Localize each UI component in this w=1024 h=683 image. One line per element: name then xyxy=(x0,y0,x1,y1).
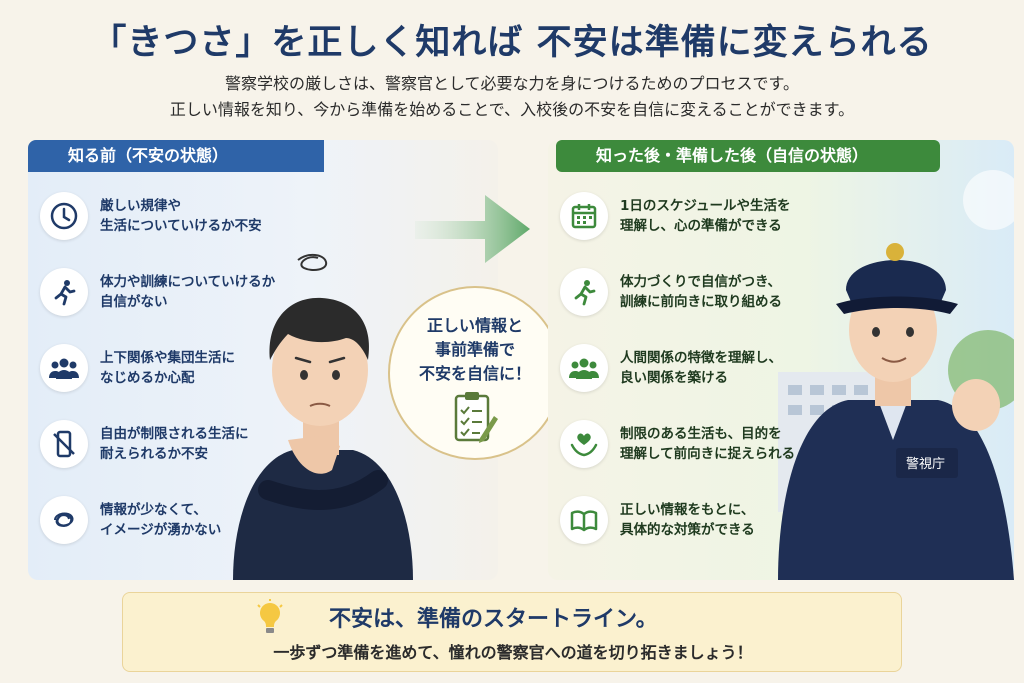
after-item: 人間関係の特徴を理解し、良い関係を築ける xyxy=(560,344,782,392)
subtitle-line-1: 警察学校の厳しさは、警察官として必要な力を身につけるためのプロセスです。 xyxy=(225,74,799,93)
group-people-icon xyxy=(40,344,88,392)
running-person-icon xyxy=(560,268,608,316)
before-item: 上下関係や集団生活になじめるか心配 xyxy=(40,344,235,392)
before-item-text: 情報が少なくて、 xyxy=(100,502,207,518)
before-item: 情報が少なくて、イメージが湧かない xyxy=(40,496,221,544)
before-item: 体力や訓練についていけるか自信がない xyxy=(40,268,275,316)
after-item: 1日のスケジュールや生活を理解し、心の準備ができる xyxy=(560,192,790,240)
running-person-icon xyxy=(40,268,88,316)
police-officer-illustration: 警視庁 xyxy=(778,243,1014,580)
before-item: 自由が制限される生活に耐えられるか不安 xyxy=(40,420,249,468)
before-header: 知る前（不安の状態） xyxy=(28,140,324,172)
center-message-circle: 正しい情報と 事前準備で 不安を自信に！ xyxy=(388,286,562,460)
no-phone-icon xyxy=(40,420,88,468)
open-book-icon xyxy=(560,496,608,544)
after-item: 制限のある生活も、目的を理解して前向きに捉えられる xyxy=(560,420,795,468)
checklist-icon xyxy=(454,392,498,443)
before-item: 厳しい規律や生活についていけるか不安 xyxy=(40,192,262,240)
footer-box: 不安は、準備のスタートライン。 一歩ずつ準備を進めて、憧れの警察官への道を切り拓… xyxy=(122,592,902,672)
after-item-text: 理解して前向きに捉えられる xyxy=(620,446,796,462)
before-item-text: 厳しい規律や xyxy=(100,198,181,214)
center-message-line: 正しい情報と xyxy=(426,316,523,335)
clock-icon xyxy=(40,192,88,240)
center-message-line: 不安を自信に！ xyxy=(418,364,531,383)
after-item-text: 訓練に前向きに取り組める xyxy=(620,294,782,310)
after-item-text: 具体的な対策ができる xyxy=(620,522,755,538)
before-item-text: 体力や訓練についていけるか xyxy=(100,274,276,290)
after-item-text: 正しい情報をもとに、 xyxy=(620,502,755,518)
before-item-text: なじめるか心配 xyxy=(100,370,195,386)
before-item-text: 自信がない xyxy=(100,294,168,310)
lightbulb-icon xyxy=(257,599,283,633)
after-item: 正しい情報をもとに、具体的な対策ができる xyxy=(560,496,755,544)
subtitle-line-2: 正しい情報を知り、今から準備を始めることで、入校後の不安を自信に変えることができ… xyxy=(169,100,855,119)
before-item-text: 上下関係や集団生活に xyxy=(100,350,235,366)
after-item-text: 理解し、心の準備ができる xyxy=(620,218,782,234)
after-item: 体力づくりで自信がつき、訓練に前向きに取り組める xyxy=(560,268,782,316)
footer-title: 不安は、準備のスタートライン。 xyxy=(329,607,658,632)
before-item-text: 自由が制限される生活に xyxy=(100,426,249,442)
badge-text: 警視庁 xyxy=(906,456,945,472)
group-people-icon xyxy=(560,344,608,392)
after-item-text: 人間関係の特徴を理解し、 xyxy=(620,350,782,366)
heart-hands-icon xyxy=(560,420,608,468)
footer-subtitle: 一歩ずつ準備を進めて、憧れの警察官への道を切り拓きましょう！ xyxy=(273,643,753,662)
after-item-text: 1日のスケジュールや生活を xyxy=(620,198,791,214)
police-badge-emblem xyxy=(886,243,904,261)
after-item-text: 制限のある生活も、目的を xyxy=(620,426,782,442)
calendar-icon xyxy=(560,192,608,240)
before-item-text: 耐えられるか不安 xyxy=(100,446,208,462)
tangled-lines-icon xyxy=(40,496,88,544)
after-item-text: 体力づくりで自信がつき、 xyxy=(620,274,782,290)
page-title: 「きつさ」を正しく知れば 不安は準備に変えられる xyxy=(91,23,933,63)
before-item-text: 生活についていけるか不安 xyxy=(100,218,262,234)
before-item-text: イメージが湧かない xyxy=(100,522,222,538)
tangle-thought-icon xyxy=(297,254,328,271)
after-header: 知った後・準備した後（自信の状態） xyxy=(556,140,940,172)
center-message-line: 事前準備で xyxy=(434,340,515,359)
worried-person-illustration xyxy=(233,254,413,580)
transition-arrow-icon xyxy=(415,195,530,263)
after-item-text: 良い関係を築ける xyxy=(620,370,728,386)
